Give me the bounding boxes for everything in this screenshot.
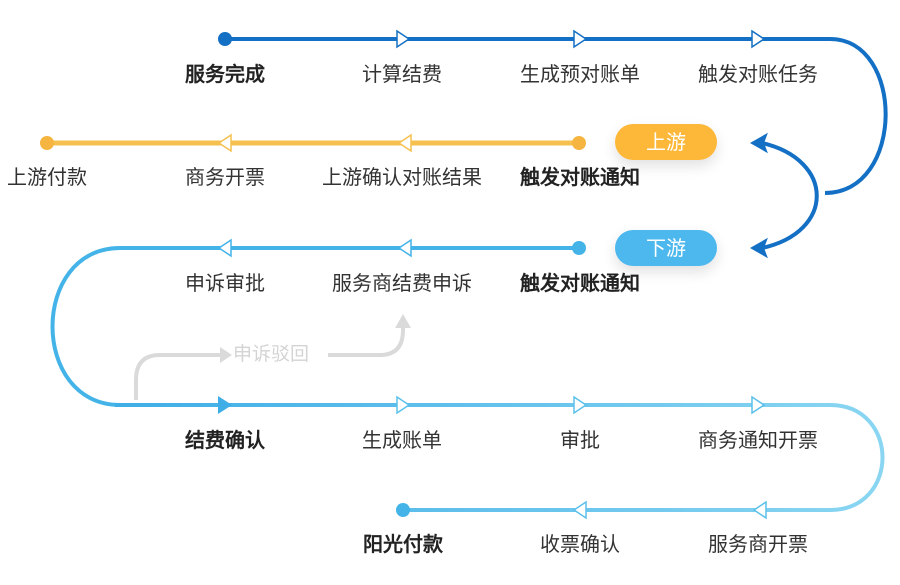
arrow-right-icon — [396, 29, 411, 49]
reject-path — [134, 320, 405, 400]
step-label: 服务商结费申诉 — [332, 271, 472, 295]
step-label: 商务开票 — [185, 165, 265, 189]
step-label: 服务商开票 — [708, 532, 808, 556]
end-node — [396, 503, 410, 517]
arrow-left-icon — [572, 500, 587, 520]
flow-line-settle — [115, 403, 885, 512]
arrow-left-icon — [217, 133, 232, 153]
arrow-left-icon — [217, 238, 232, 258]
step-label: 结费确认 — [185, 428, 265, 452]
arrow-right-icon — [573, 29, 588, 49]
step-label: 生成预对账单 — [520, 62, 640, 86]
split-arc — [761, 141, 819, 250]
arrow-right-icon — [751, 395, 766, 415]
arrow-right-icon — [573, 395, 588, 415]
step-label: 审批 — [560, 428, 600, 452]
step-label: 服务完成 — [185, 62, 265, 86]
step-label: 申诉审批 — [185, 271, 265, 295]
step-label: 触发对账通知 — [520, 271, 640, 295]
step-label: 上游付款 — [7, 165, 87, 189]
step-label: 收票确认 — [540, 532, 620, 556]
arrow-up-icon — [395, 314, 411, 328]
arrow-right-icon — [751, 29, 766, 49]
step-label: 生成账单 — [362, 428, 442, 452]
arrow-right-icon — [396, 395, 411, 415]
arrow-left-icon — [749, 237, 768, 259]
arrow-right-icon — [218, 396, 232, 414]
step-label: 商务通知开票 — [698, 428, 818, 452]
upstream-end-node — [40, 136, 54, 150]
upstream-badge: 上游 — [615, 124, 717, 160]
arrow-left-icon — [749, 132, 768, 154]
arrow-left-icon — [397, 133, 412, 153]
step-label: 触发对账通知 — [520, 165, 640, 189]
downstream-badge: 下游 — [615, 230, 717, 266]
flow-line-downstream — [50, 246, 579, 407]
step-label: 触发对账任务 — [698, 62, 818, 86]
arrow-left-icon — [397, 238, 412, 258]
upstream-start-node — [572, 136, 586, 150]
reject-label: 申诉驳回 — [233, 343, 310, 365]
flow-line-start — [225, 37, 888, 195]
arrow-left-icon — [752, 500, 767, 520]
arrow-right-icon — [220, 347, 232, 363]
step-label: 上游确认对账结果 — [322, 165, 482, 189]
start-node — [218, 32, 232, 46]
step-label: 计算结费 — [362, 62, 442, 86]
step-label: 阳光付款 — [363, 532, 443, 556]
downstream-start-node — [572, 241, 586, 255]
